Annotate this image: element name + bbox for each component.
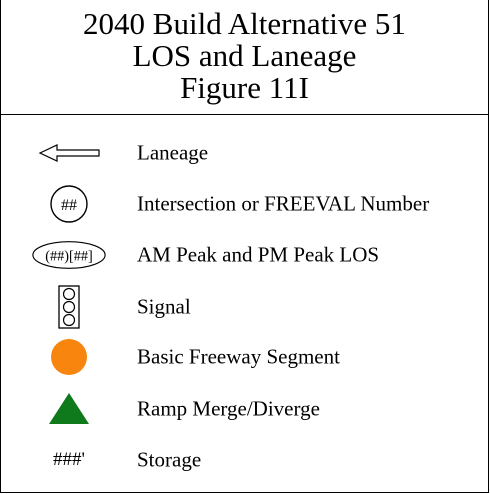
intersection-number-circle-icon: ## xyxy=(31,184,107,224)
legend-label-laneage: Laneage xyxy=(137,140,209,165)
legend-row-intersection-number: ## Intersection or FREEVAL Number xyxy=(1,184,488,224)
los-ellipse-text: (##)[##] xyxy=(45,249,92,265)
legend-label-intersection-number: Intersection or FREEVAL Number xyxy=(137,191,430,216)
legend-row-laneage: Laneage xyxy=(1,133,488,173)
title-line-2: LOS and Laneage xyxy=(132,38,357,73)
legend-row-storage: ###' Storage xyxy=(1,440,488,480)
title-line-3: Figure 11I xyxy=(180,70,309,105)
legend-label-basic-freeway-segment: Basic Freeway Segment xyxy=(137,344,340,369)
legend-label-ramp-merge-diverge: Ramp Merge/Diverge xyxy=(137,396,320,421)
legend-label-los: AM Peak and PM Peak LOS xyxy=(137,242,380,267)
traffic-signal-icon xyxy=(31,285,107,329)
storage-text-icon: ###' xyxy=(31,440,107,480)
green-triangle-icon xyxy=(31,389,107,429)
storage-symbol-text: ###' xyxy=(53,449,85,470)
orange-circle-icon xyxy=(31,337,107,377)
legend-row-signal: Signal xyxy=(1,285,488,329)
intersection-number-text: ## xyxy=(61,197,77,214)
legend-row-ramp-merge-diverge: Ramp Merge/Diverge xyxy=(1,389,488,429)
laneage-arrow-icon xyxy=(31,133,107,173)
legend-label-signal: Signal xyxy=(137,294,191,319)
legend-row-basic-freeway-segment: Basic Freeway Segment xyxy=(1,337,488,377)
legend-row-los: (##)[##] AM Peak and PM Peak LOS xyxy=(1,235,488,275)
legend-title-block: 2040 Build Alternative 51 LOS and Laneag… xyxy=(1,0,488,115)
legend-label-storage: Storage xyxy=(137,447,202,472)
title-line-1: 2040 Build Alternative 51 xyxy=(83,6,406,41)
los-ellipse-icon: (##)[##] xyxy=(31,235,107,275)
